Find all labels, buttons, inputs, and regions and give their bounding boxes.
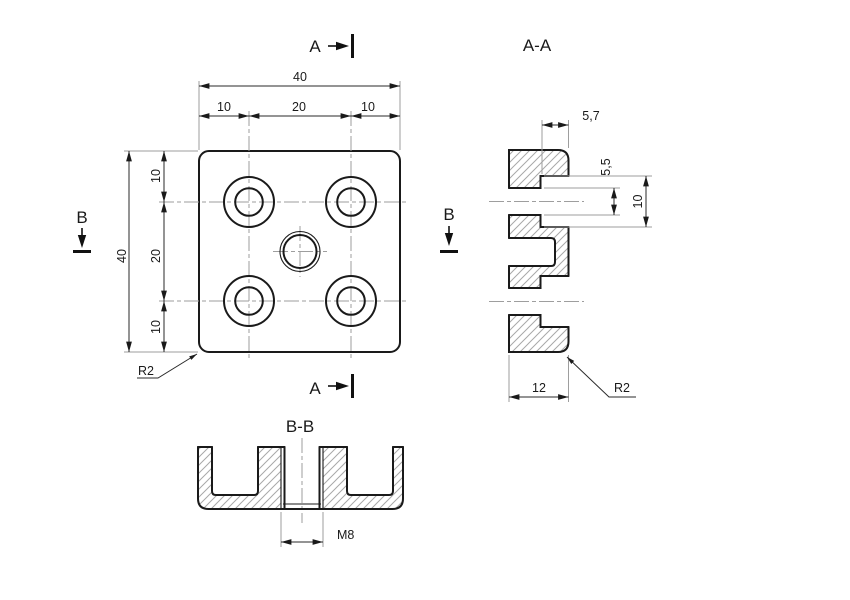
bb-thread-dimension: M8 (280, 512, 354, 547)
through-hole-circle (234, 187, 264, 217)
aa-radius-leader-line (566, 356, 636, 398)
section-aa-title: A-A (523, 36, 552, 55)
plate-outline (198, 150, 401, 353)
counterbore-circle (223, 275, 275, 327)
section-bb-view: B-B M8 (197, 417, 404, 547)
bb-right-pocket-cavity (347, 447, 393, 495)
aa-thickness-dimension: 12 (508, 355, 569, 402)
section-b-letter-middle: B (443, 205, 454, 224)
section-b-marker-left: B (73, 208, 91, 253)
section-b-arrow-head (77, 235, 87, 248)
aa-radius-label: R2 (614, 381, 630, 395)
section-a-marker-top: A (309, 34, 354, 58)
aa-hole-dia-dimension: 5,5 (544, 158, 620, 216)
aa-cbore-dia-dimension: 10 (544, 175, 652, 228)
section-a-arrow-head (336, 41, 349, 51)
radius-leader-line (137, 353, 198, 379)
through-hole-circle (336, 286, 366, 316)
aa-hole-dia-label: 5,5 (599, 158, 613, 175)
counterbore-circle (325, 176, 377, 228)
section-a-letter-bottom: A (309, 379, 321, 398)
thread-major-circle (279, 230, 321, 273)
center-thread-hole (279, 230, 321, 273)
section-aa-view: A-A 5,7 (489, 36, 652, 402)
front-left-dimensions: 40 10 20 10 (115, 151, 167, 352)
counterbored-holes (223, 176, 377, 327)
aa-cbore-depth-label: 5,7 (582, 109, 599, 123)
bb-thread-minor-lines (283, 446, 321, 509)
section-b-arrow-head (444, 233, 454, 246)
section-bb-title: B-B (286, 417, 314, 436)
front-top-dimensions: 40 10 20 10 (199, 70, 400, 119)
aa-cbore-dia-label: 10 (631, 195, 645, 209)
dim-chain-top-left: 10 (217, 100, 231, 114)
section-a-letter-top: A (309, 37, 321, 56)
aa-bottom-counterbore-edges (508, 275, 570, 328)
front-centerlines (124, 81, 409, 361)
dim-chain-left-top: 10 (149, 169, 163, 183)
aa-radius-callout: R2 (566, 356, 636, 398)
thread-minor-circle (282, 234, 318, 269)
dim-chain-top-right: 10 (361, 100, 375, 114)
through-hole-circle (336, 187, 366, 217)
bb-outline (197, 446, 404, 510)
aa-pocket-edges (508, 237, 556, 267)
section-b-marker-middle: B (440, 205, 458, 253)
section-a-marker-bottom: A (309, 374, 354, 398)
bb-left-pocket-cavity (212, 447, 258, 495)
aa-thickness-label: 12 (532, 381, 546, 395)
dim-total-width-label: 40 (293, 70, 307, 84)
front-radius-label: R2 (138, 364, 154, 378)
aa-cbore-depth-dimension: 5,7 (541, 109, 600, 174)
front-view: 40 10 20 10 40 10 20 10 R2 A (73, 34, 458, 398)
section-a-arrow-head (336, 381, 349, 391)
dim-chain-left-mid: 20 (149, 249, 163, 263)
dim-total-height-label: 40 (115, 249, 129, 263)
dim-chain-left-bottom: 10 (149, 320, 163, 334)
bb-thread-label: M8 (337, 528, 354, 542)
bb-thread-major-lines (280, 447, 324, 508)
aa-outline (508, 149, 570, 353)
counterbore-circle (325, 275, 377, 327)
front-radius-callout: R2 (137, 353, 198, 379)
through-hole-circle (234, 286, 264, 316)
bb-right-pocket-edges (346, 446, 394, 496)
bb-left-pocket-edges (211, 446, 259, 496)
aa-back-pocket-cavity (509, 238, 555, 266)
section-b-letter-left: B (76, 208, 87, 227)
counterbore-circle (223, 176, 275, 228)
dim-chain-top-mid: 20 (292, 100, 306, 114)
